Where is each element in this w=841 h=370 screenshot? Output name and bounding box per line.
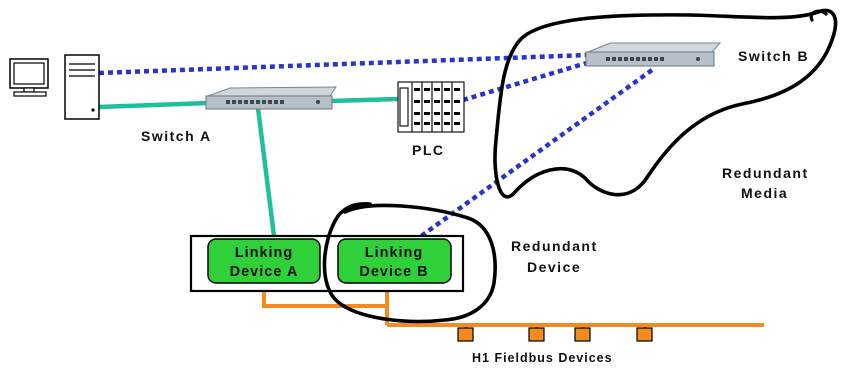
linking-device-b-line1: Linking [365,245,424,261]
redundant-device-loop [322,202,497,324]
plc-rack-icon [397,81,465,133]
linking-device-a-line2: Device A [230,264,299,280]
linking-device-a: Linking Device A [207,238,321,284]
fieldbus-device-icon [457,327,474,342]
fieldbus-device-icon [636,327,653,342]
fieldbus-link-a [262,290,387,308]
link-switch-b-to-linking-device-b [415,68,654,241]
redundant-device-label-line1: Redundant [511,238,598,254]
pc-tower-icon [64,54,100,120]
h1-fieldbus-devices [457,327,653,342]
h1-fieldbus-devices-label: H1 Fieldbus Devices [472,351,613,365]
link-pc-to-switch-a [96,100,211,110]
link-switch-a-to-linking-device-a [255,105,277,239]
linking-device-b-line2: Device B [359,264,428,280]
fieldbus-device-icon [528,327,545,342]
redundant-media-loop [493,8,838,199]
redundant-ethernet-links [98,52,654,241]
switch-a-icon [205,86,337,110]
redundant-media-label-line1: Redundant [722,165,809,181]
primary-ethernet-links [96,96,401,239]
computer-monitor-icon [9,58,49,97]
linking-device-b: Linking Device B [337,238,452,284]
link-plc-to-switch-b [462,59,591,103]
fieldbus-device-icon [574,327,591,342]
plc-label: PLC [412,142,445,158]
link-switch-a-to-plc [327,96,401,104]
redundant-media-label-line2: Media [741,185,788,201]
switch-a-label: Switch A [141,128,212,144]
fieldbus-segment [262,290,764,331]
switch-b-icon [585,42,722,67]
redundant-device-label-line2: Device [527,259,581,275]
switch-b-label: Switch B [738,48,809,64]
linking-device-a-line1: Linking [235,245,294,261]
link-pc-to-switch-b [98,52,589,76]
redundant-media-loop-tail [809,9,828,22]
